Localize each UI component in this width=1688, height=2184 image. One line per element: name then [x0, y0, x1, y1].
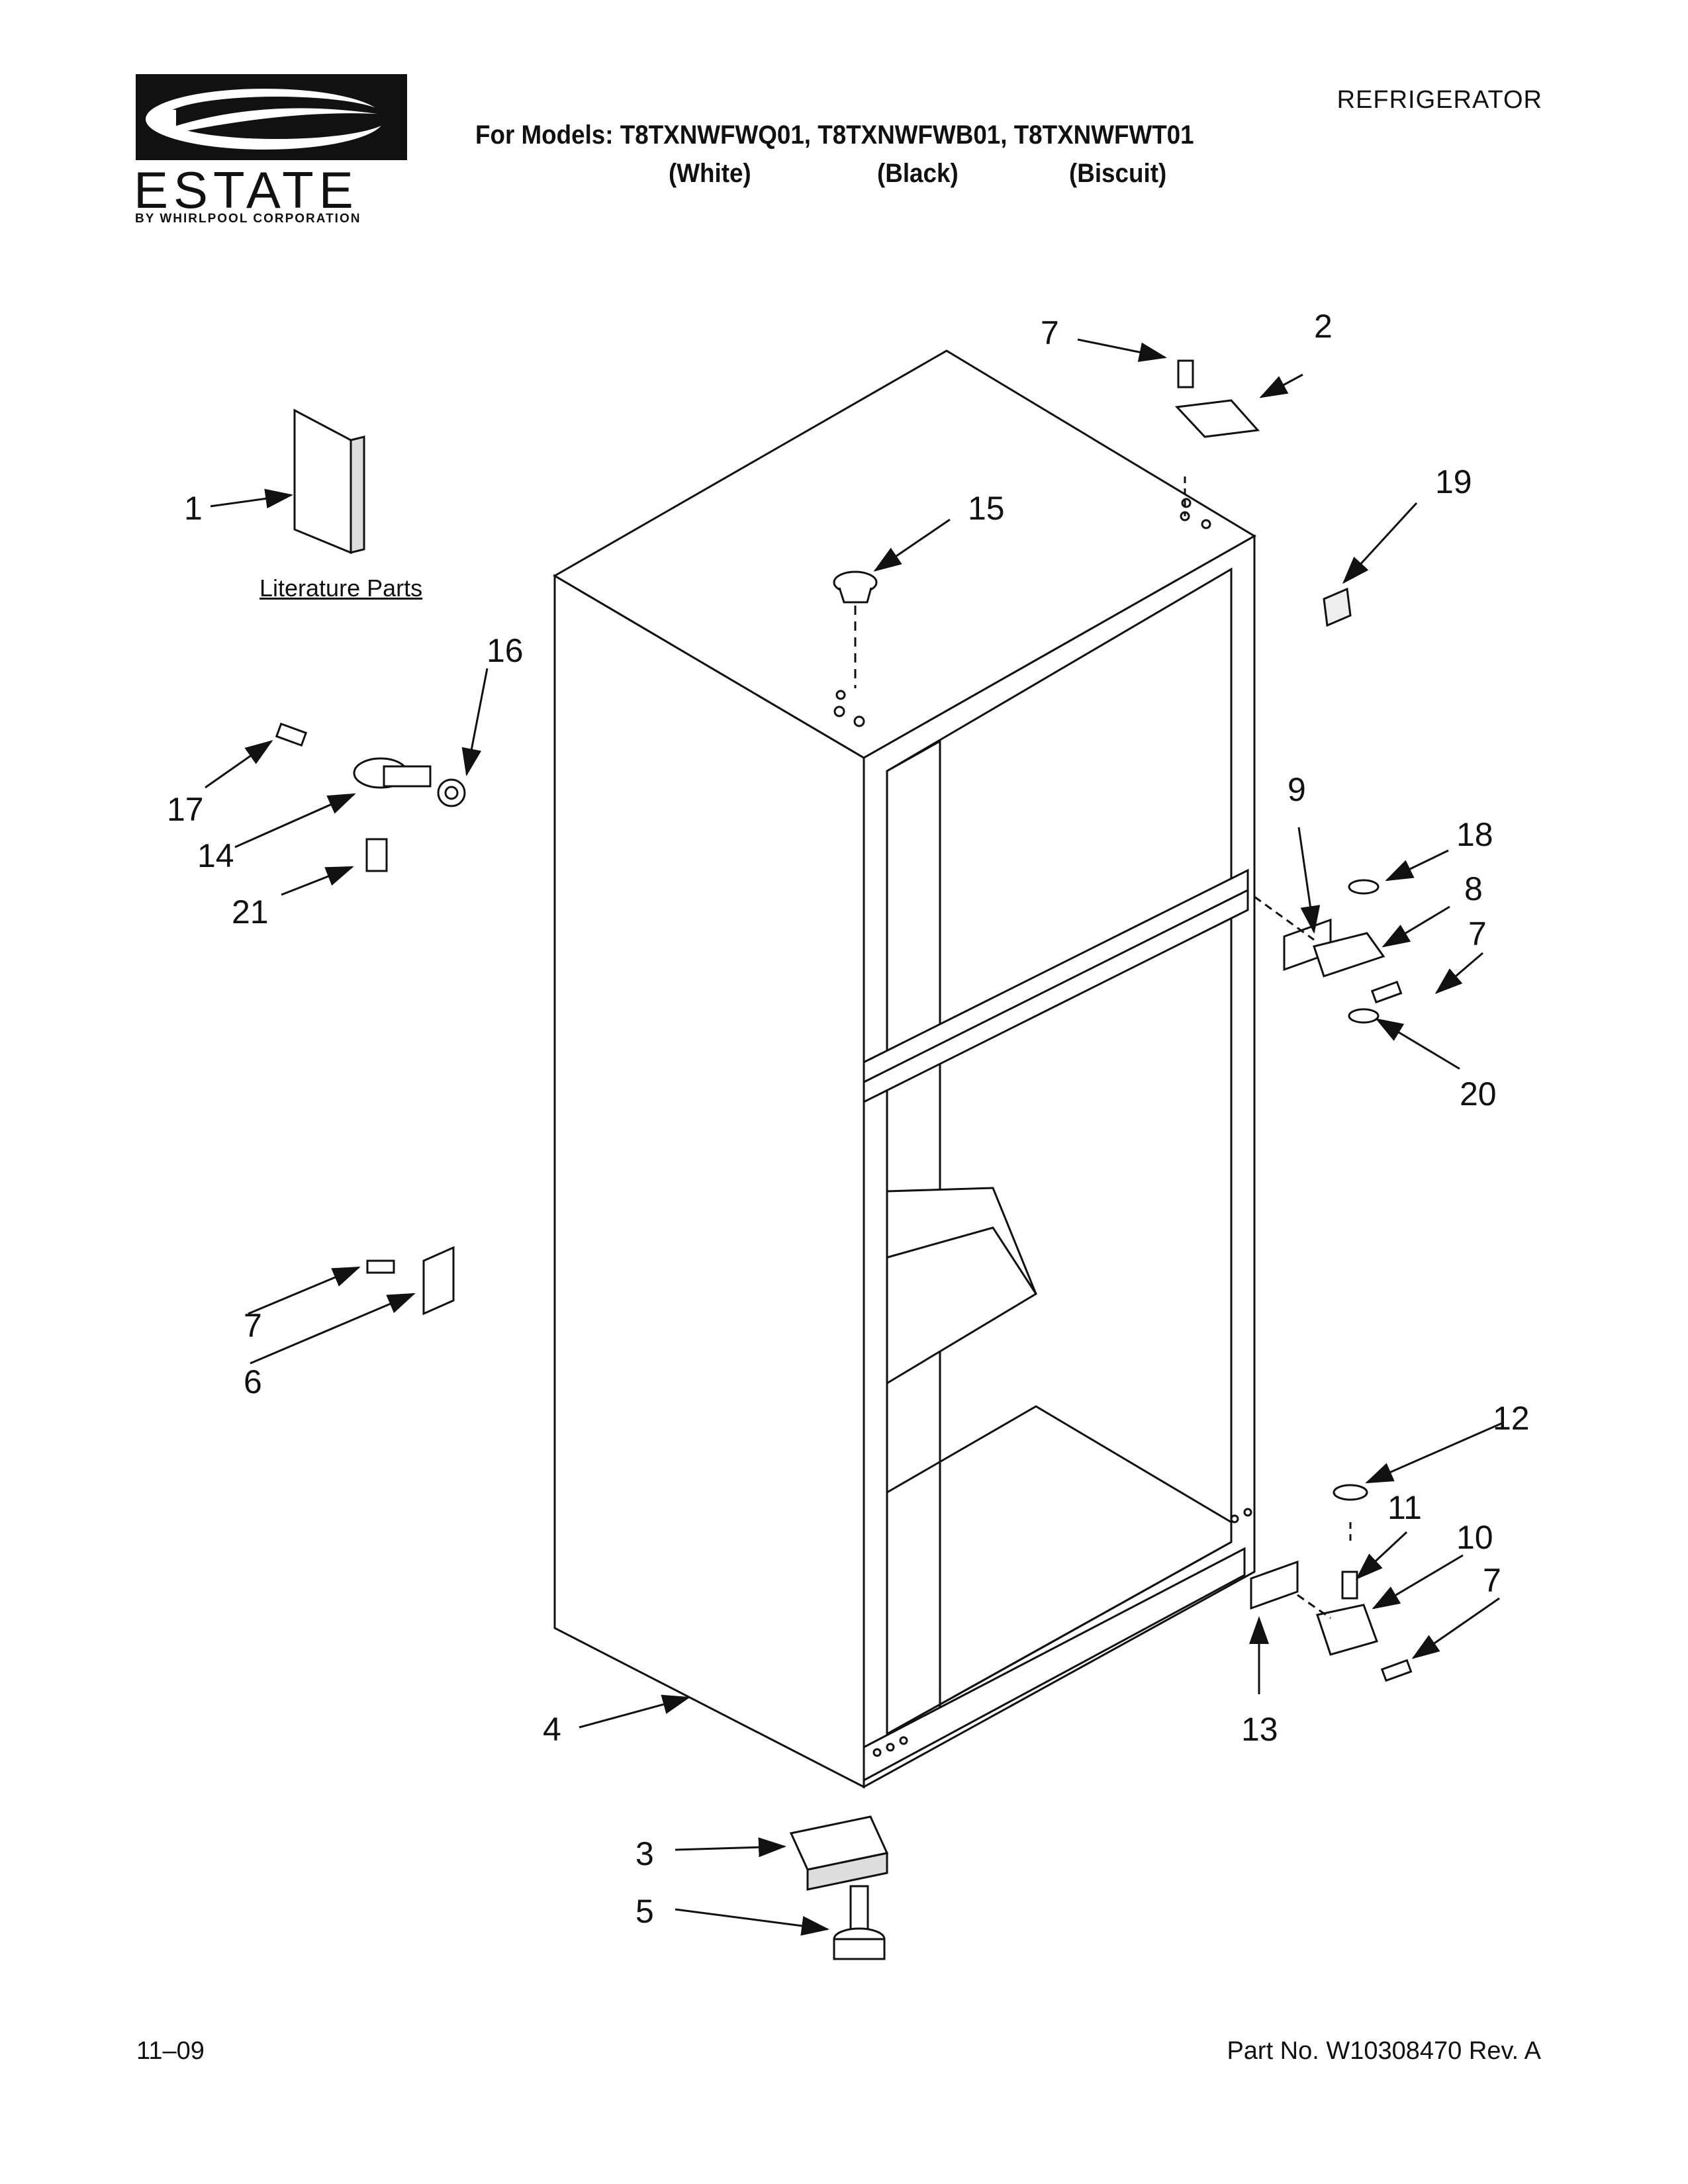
- callout-17: 17: [167, 791, 204, 828]
- callout-6: 6: [244, 1363, 262, 1400]
- callout-12: 12: [1493, 1400, 1530, 1437]
- callout-numbers: 1 2 3 4 5 6 7 7 7 7 8 9 10 11 12 13 14 1…: [167, 308, 1530, 1930]
- callout-2: 2: [1314, 308, 1333, 345]
- part-number: Part No. W10308470 Rev. A: [1227, 2037, 1541, 2065]
- callout-1: 1: [184, 490, 203, 527]
- callout-13: 13: [1241, 1711, 1278, 1748]
- literature-parts-label: Literature Parts: [259, 574, 423, 602]
- document-type: REFRIGERATOR: [1336, 86, 1542, 114]
- callout-20: 20: [1460, 1075, 1497, 1113]
- callout-10: 10: [1456, 1519, 1493, 1556]
- callout-21: 21: [232, 893, 269, 931]
- leader-lines: [205, 338, 1503, 1936]
- callout-15: 15: [968, 490, 1005, 527]
- callout-7d: 7: [1483, 1562, 1501, 1599]
- callout-11: 11: [1387, 1489, 1422, 1526]
- cabinet-drawing: [553, 349, 1256, 1789]
- color-biscuit: (Biscuit): [1069, 159, 1167, 188]
- callout-14: 14: [197, 837, 234, 874]
- callout-5: 5: [635, 1893, 654, 1930]
- callout-7c: 7: [244, 1307, 262, 1344]
- svg-text:ESTATE: ESTATE: [134, 161, 359, 219]
- parts-drawings: [275, 359, 1413, 1960]
- callout-18: 18: [1456, 816, 1493, 853]
- revision-date: 11–09: [136, 2037, 205, 2065]
- estate-logo: ESTATE BY WHIRLPOOL CORPORATION: [134, 74, 407, 224]
- color-white: (White): [669, 159, 751, 188]
- callout-8: 8: [1464, 870, 1483, 907]
- svg-text:BY WHIRLPOOL CORPORATION: BY WHIRLPOOL CORPORATION: [135, 212, 361, 224]
- callout-7b: 7: [1468, 915, 1487, 952]
- callout-9: 9: [1288, 771, 1306, 808]
- callout-19: 19: [1435, 463, 1472, 500]
- callout-16: 16: [487, 632, 524, 669]
- color-black: (Black): [877, 159, 959, 188]
- callout-4: 4: [543, 1711, 561, 1748]
- callout-3: 3: [635, 1835, 654, 1872]
- models-line: For Models: T8TXNWFWQ01, T8TXNWFWB01, T8…: [475, 120, 1194, 150]
- callout-7a: 7: [1041, 314, 1059, 351]
